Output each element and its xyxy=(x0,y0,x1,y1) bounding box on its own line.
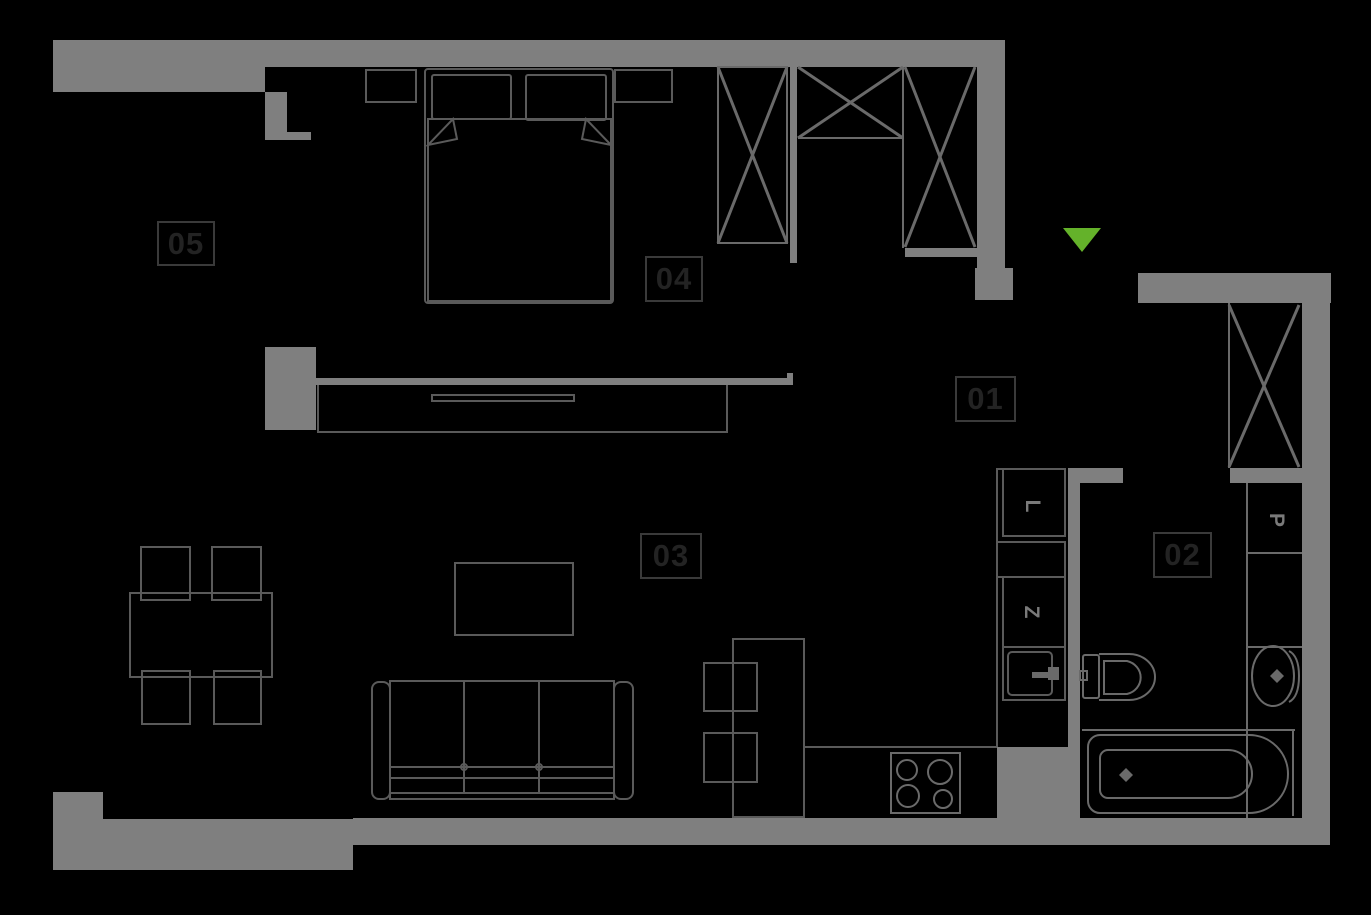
faucet-icon xyxy=(1032,672,1049,678)
pillow-right xyxy=(525,74,607,121)
wall-bathroom-top-left xyxy=(1080,468,1123,483)
wall-bathroom-top-right xyxy=(1230,468,1302,483)
blanket-fold-left xyxy=(425,116,459,147)
wall-stub-room05-notch xyxy=(287,132,311,140)
entrance-arrow-icon xyxy=(1063,228,1101,252)
tv-console xyxy=(317,385,728,433)
stove-icon xyxy=(890,752,961,814)
nightstand-right xyxy=(614,69,673,103)
wall-kitchen-corner xyxy=(997,747,1080,818)
hall-wardrobe-icon xyxy=(1227,303,1301,468)
tv xyxy=(431,394,575,402)
wall-tv-pillar xyxy=(265,347,316,430)
kitchen-island xyxy=(703,638,805,818)
wall-hall-column xyxy=(977,63,1005,270)
bathtub-icon xyxy=(1082,729,1295,816)
wardrobe-left-icon xyxy=(716,66,789,244)
sink-letter-label: Z xyxy=(1020,605,1043,619)
wall-hall-column-foot xyxy=(975,268,1013,300)
coffee-table xyxy=(454,562,574,636)
room-label-01: 01 xyxy=(955,376,1016,422)
dining-set xyxy=(129,546,273,725)
washbasin-icon xyxy=(1251,645,1301,707)
room-label-02: 02 xyxy=(1153,532,1212,578)
chair xyxy=(141,670,191,725)
fridge-cabinet xyxy=(1002,468,1066,537)
wall-bottom-left-a xyxy=(53,792,103,870)
wall-bottom-left-b xyxy=(103,819,353,870)
chair xyxy=(140,546,191,601)
sofa-armrest-right xyxy=(613,681,634,800)
pillow-left xyxy=(431,74,512,120)
wardrobe-right-icon xyxy=(903,66,977,248)
washing-machine-letter-label: P xyxy=(1265,512,1288,527)
counter-segment xyxy=(996,541,1066,578)
blanket-fold-right xyxy=(580,116,614,147)
chair xyxy=(213,670,262,725)
chair xyxy=(211,546,262,601)
wall-tv-thin xyxy=(316,378,793,385)
toilet-icon xyxy=(1079,653,1156,701)
sofa-armrest-left xyxy=(371,681,391,800)
wall-tv-thin-tab xyxy=(787,373,793,378)
fridge-letter-label: L xyxy=(1021,499,1044,513)
wall-stub-room05 xyxy=(265,92,287,140)
stool xyxy=(703,662,758,712)
wall-wardrobe-divider xyxy=(790,66,797,263)
dining-table xyxy=(129,592,273,678)
sofa xyxy=(371,680,634,800)
room-label-05: 05 xyxy=(157,221,215,266)
stool xyxy=(703,732,758,783)
wall-right xyxy=(1302,303,1330,845)
bed xyxy=(424,68,614,304)
nightstand-left xyxy=(365,69,417,103)
wall-top-band xyxy=(53,40,1005,67)
wall-top-left-thick xyxy=(53,67,265,92)
drain-icon xyxy=(1119,768,1133,782)
sink-unit xyxy=(1002,646,1066,701)
wall-hall-top-right xyxy=(1138,273,1331,303)
room-label-04: 04 xyxy=(645,256,703,302)
wall-under-wardrobe xyxy=(905,248,977,257)
wardrobe-middle-icon xyxy=(797,65,904,248)
kitchen-counter xyxy=(803,468,1066,817)
room-label-03: 03 xyxy=(640,533,702,579)
blanket xyxy=(427,118,612,302)
faucet-handle-icon xyxy=(1048,667,1059,680)
wall-bottom-band xyxy=(353,818,1330,845)
